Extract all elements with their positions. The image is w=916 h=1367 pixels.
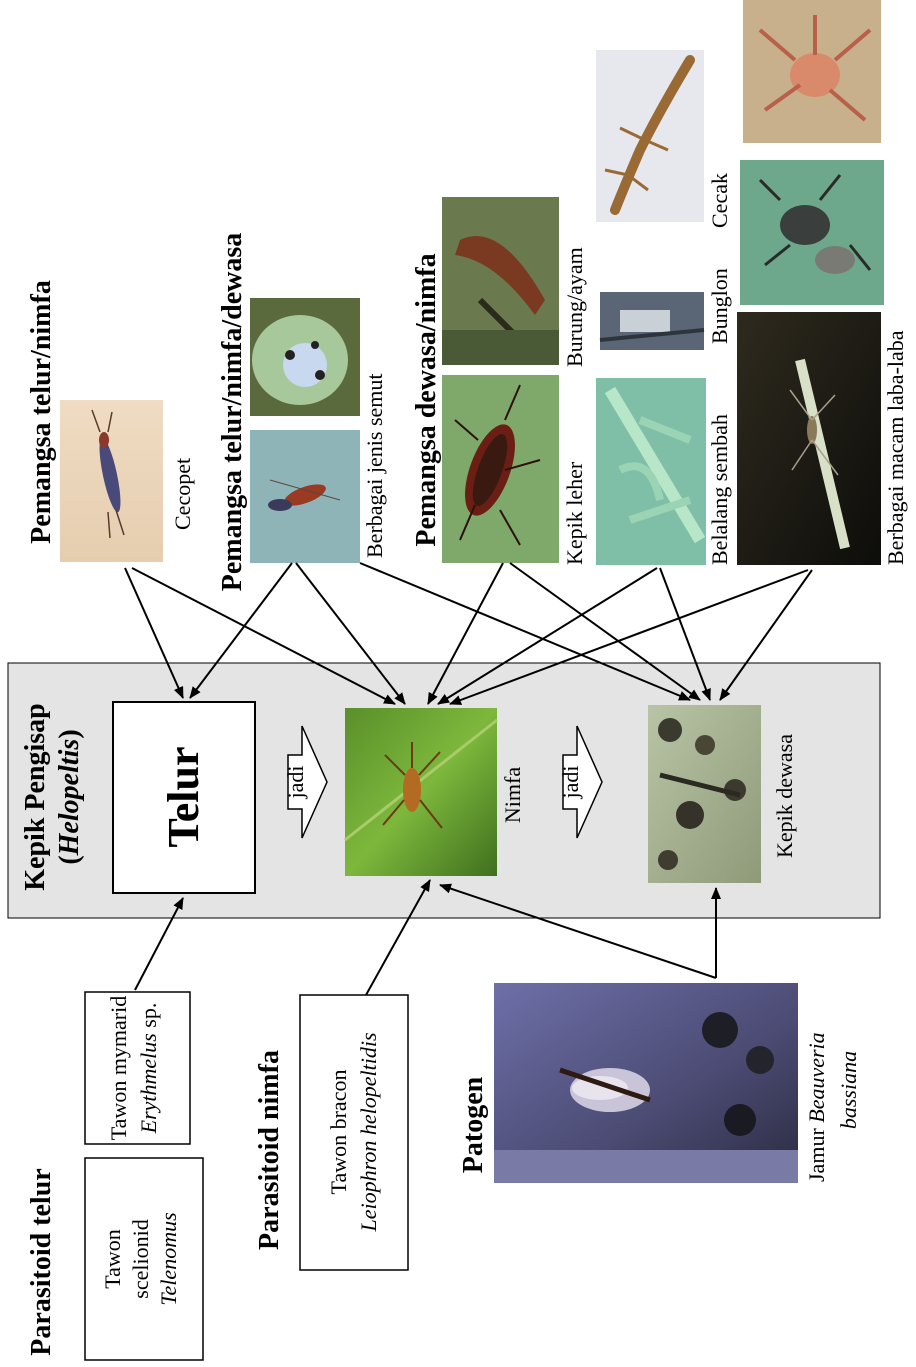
pest-genus-line: (Helopeltis) bbox=[54, 729, 85, 864]
arrow-earwig-to-egg bbox=[124, 567, 184, 699]
assassin-bug-photo bbox=[442, 375, 559, 563]
ants-photo-bottom bbox=[250, 430, 360, 563]
arrow-ants-to-nymph bbox=[295, 562, 406, 705]
arrow-mantis-to-nymph bbox=[437, 567, 658, 705]
wasp-mymarid-genus: Erythmelus bbox=[136, 1033, 161, 1134]
arrow-ants-to-egg bbox=[189, 562, 293, 699]
earwig-label: Cecopet bbox=[170, 458, 195, 530]
heading-adult-nymph-predator: Pemangsa dewasa/nimfa bbox=[411, 253, 442, 546]
earwig-photo bbox=[60, 400, 163, 562]
arrow-assassin-to-nymph bbox=[427, 562, 504, 705]
chameleon-label: Bunglon bbox=[707, 268, 732, 344]
ants-label: Berbagai jenis semut bbox=[362, 373, 387, 558]
wasp-scelionid-box bbox=[84, 1157, 204, 1361]
arrow-nymph-parasitoid-to-nymph bbox=[365, 879, 431, 996]
wasp-bracon-line1: Tawon bracon bbox=[326, 1070, 351, 1195]
spider-photo-bottom bbox=[737, 312, 881, 565]
gecko-spider-label: Berbagai macam laba-laba bbox=[883, 330, 908, 565]
chameleon-photo bbox=[599, 292, 705, 350]
fungus-label-line1: Jamur Beauveria bbox=[804, 1032, 829, 1182]
ants-photo-top bbox=[250, 298, 360, 416]
pest-genus: Helopeltis bbox=[54, 739, 85, 857]
egg-label: Telur bbox=[159, 746, 208, 847]
mantis-label: Belalang sembah bbox=[707, 414, 732, 565]
spider-photo-top bbox=[743, 0, 881, 143]
egg-box bbox=[112, 701, 256, 894]
arrow-assassin-to-adult bbox=[509, 562, 701, 701]
arrow-pathogen-to-nymph bbox=[439, 883, 717, 979]
nymph-label: Nimfa bbox=[500, 767, 525, 823]
arrow-egg-parasitoid-to-egg bbox=[134, 897, 184, 991]
arrow-spiders-to-adult bbox=[719, 569, 813, 701]
pest-title: Kepik Pengisap bbox=[20, 703, 51, 890]
heading-pathogen: Patogen bbox=[458, 1076, 489, 1173]
nymph-photo bbox=[344, 708, 498, 876]
heading-egg-nymph-predator: Pemangsa telur/nimfa bbox=[26, 280, 57, 544]
arrow-earwig-to-nymph bbox=[131, 567, 396, 705]
arrow-mantis-to-adult bbox=[659, 567, 711, 701]
wasp-scelionid-line1: Tawon bbox=[100, 1229, 125, 1289]
spider-photo-middle bbox=[740, 160, 884, 305]
birds-label: Burung/ayam bbox=[562, 247, 587, 367]
becomes-arrow-2: jadi bbox=[558, 725, 603, 839]
fungus-photo bbox=[494, 983, 798, 1183]
predation-arrows bbox=[124, 562, 813, 996]
becomes-label-2: jadi bbox=[558, 766, 583, 800]
mantis-photo bbox=[596, 378, 706, 565]
wasp-scelionid-species: Telenomus bbox=[156, 1212, 181, 1305]
adult-photo bbox=[648, 705, 761, 883]
arrow-spiders-to-nymph bbox=[449, 569, 809, 705]
heading-nymph-parasitoid: Parasitoid nimfa bbox=[254, 1050, 285, 1250]
gecko-photo bbox=[596, 50, 704, 222]
assassin-bug-label: Kepik leher bbox=[562, 461, 587, 565]
gecko-label: Cecak bbox=[707, 173, 732, 228]
wasp-mymarid-line1: Tawon mymarid bbox=[106, 996, 131, 1140]
wasp-mymarid-species-line: Erythmelus sp. bbox=[136, 1003, 161, 1135]
fungus-genus: Beauveria bbox=[804, 1032, 829, 1122]
becomes-arrow-1: jadi bbox=[283, 725, 328, 839]
wasp-scelionid-line2: scelionid bbox=[128, 1219, 153, 1298]
wasp-mymarid-sp: sp. bbox=[136, 1003, 161, 1034]
becomes-label-1: jadi bbox=[283, 766, 308, 800]
fungus-prefix: Jamur bbox=[804, 1123, 829, 1182]
wasp-mymarid-box bbox=[84, 991, 191, 1145]
birds-photo bbox=[442, 197, 559, 365]
wasp-bracon-species: Leiophron helopeltidis bbox=[356, 1032, 381, 1232]
arrow-ants-to-adult bbox=[359, 562, 691, 701]
wasp-bracon-box bbox=[299, 994, 409, 1271]
fungus-label-line2: bassiana bbox=[836, 1051, 861, 1129]
heading-egg-nymph-adult-predator: Pemangsa telur/nimfa/dewasa bbox=[217, 233, 248, 592]
adult-label: Kepik dewasa bbox=[772, 734, 797, 858]
heading-egg-parasitoid: Parasitoid telur bbox=[26, 1168, 57, 1355]
